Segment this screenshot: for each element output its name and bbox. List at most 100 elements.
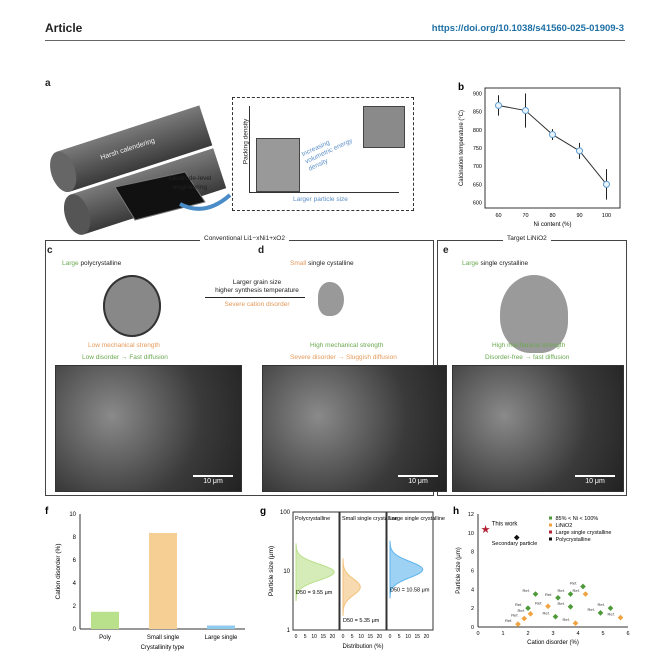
data-point <box>495 101 502 109</box>
x-tick-label: 15 <box>367 634 373 640</box>
x-tick-label: 60 <box>495 213 501 219</box>
bar <box>207 625 235 629</box>
ref-label: Ref. <box>515 602 522 607</box>
data-point <box>513 534 520 541</box>
x-tick-label: 100 <box>602 213 611 219</box>
annotation-this-work: This work <box>492 521 519 527</box>
e-title-adj: Large <box>462 260 479 267</box>
legend-entry: Polycrystalline <box>556 537 591 543</box>
panel-e-label: e <box>443 245 449 256</box>
x-tick-label: Small single <box>147 635 180 641</box>
y-tick-label: 2 <box>73 604 77 610</box>
x-tick-label: 10 <box>358 634 364 640</box>
panel-c-label: c <box>47 245 53 256</box>
data-point <box>567 603 574 610</box>
data-point <box>525 605 531 611</box>
subpanel-frame <box>292 511 340 631</box>
x-tick-label: 5 <box>304 634 307 640</box>
d50-label: D50 = 10.58 μm <box>390 588 430 594</box>
y-tick-label: 850 <box>473 110 482 116</box>
y-tick-label: 6 <box>73 558 77 564</box>
legend-marker <box>549 537 552 541</box>
x-tick-label: 20 <box>424 634 430 640</box>
e-title-rest: single crystalline <box>480 260 529 267</box>
packing-density-diagram: Packing density Larger particle size Inc… <box>232 97 414 211</box>
e-note2: Disorder-free → fast diffusion <box>485 354 570 361</box>
c-note1: Low mechanical strength <box>88 342 160 349</box>
large-particle-square <box>363 106 405 148</box>
bar <box>149 532 177 629</box>
y-tick-label: 10 <box>468 531 474 537</box>
data-point <box>617 614 624 621</box>
ref-label: Ref. <box>518 608 525 613</box>
x-tick-label: 20 <box>377 634 383 640</box>
x-tick-label: 0 <box>342 634 345 640</box>
doi-link[interactable]: https://doi.org/10.1038/s41560-025-01909… <box>431 23 624 34</box>
ref-label: Ref. <box>543 611 550 616</box>
y-axis-label: Cation disorder (%) <box>55 544 62 600</box>
d-title-adj: Small <box>290 260 307 267</box>
x-axis-label: Cation disorder (%) <box>527 640 579 646</box>
ref-label: Ref. <box>523 588 530 593</box>
legend-marker <box>549 523 552 527</box>
x-tick-label: 2 <box>526 631 529 637</box>
y-axis-label: Calcination temperature (°C) <box>459 110 465 186</box>
panel-b-label: b <box>458 82 464 93</box>
x-axis-label: Larger particle size <box>293 196 348 203</box>
data-line <box>498 104 607 185</box>
bar <box>91 611 119 629</box>
small-particle-square <box>256 138 300 192</box>
calender-roller-illustration: Harsh calendering <box>50 105 232 235</box>
x-tick-label: 0 <box>476 631 479 637</box>
d-note1: High mechanical strength <box>310 342 384 349</box>
annotation-secondary-particle: Secondary particle <box>492 541 538 547</box>
header-rule <box>45 40 625 41</box>
x-tick-label: 1 <box>501 631 504 637</box>
ref-label: Ref. <box>535 600 542 605</box>
y-axis-label: Particle size (μm) <box>268 546 275 596</box>
data-point <box>576 147 583 155</box>
transition-line2: higher synthesis temperature <box>215 287 299 294</box>
y-tick-label: 1 <box>287 628 291 634</box>
panel-f-label: f <box>45 506 49 517</box>
x-tick-label: 10 <box>405 634 411 640</box>
x-tick-label: Poly <box>99 635 111 641</box>
panel-a-label: a <box>45 78 51 89</box>
x-tick-label: 15 <box>320 634 326 640</box>
subpanel-title: Large single crystalline <box>389 516 445 522</box>
x-tick-label: Large single <box>205 635 238 641</box>
ref-label: Ref. <box>511 613 518 618</box>
transition-line1: Larger grain size <box>232 279 282 286</box>
x-tick-label: 10 <box>311 634 317 640</box>
x-tick-label: 15 <box>414 634 420 640</box>
y-tick-label: 10 <box>283 569 290 575</box>
ref-label: Ref. <box>505 618 512 623</box>
y-tick-label: 650 <box>473 182 482 188</box>
transition-arrow <box>205 297 305 298</box>
ref-label: Ref. <box>558 588 565 593</box>
ref-label: Ref. <box>558 601 565 606</box>
data-point <box>515 621 521 628</box>
data-point <box>597 610 604 616</box>
ref-label: Ref. <box>570 581 577 586</box>
distribution-area <box>389 540 424 599</box>
electrode-engineering-text: Electrode-level engineering <box>168 175 212 191</box>
legend-marker <box>549 516 552 520</box>
ref-label: Ref. <box>588 607 595 612</box>
d50-label: D50 = 9.55 μm <box>296 590 333 596</box>
y-tick-label: 0 <box>73 627 77 633</box>
data-point <box>532 591 539 597</box>
e-note1: High mechanical strength <box>492 342 566 349</box>
plot-frame <box>484 87 621 209</box>
y-tick-label: 750 <box>473 146 482 152</box>
sem-image-e: 10 μm <box>452 365 624 492</box>
polycrystalline-particle <box>103 275 161 337</box>
y-tick-label: 8 <box>471 550 474 556</box>
data-point <box>549 131 556 139</box>
x-tick-label: 3 <box>551 631 554 637</box>
data-point <box>555 594 561 601</box>
x-tick-label: 20 <box>330 634 336 640</box>
y-tick-label: 800 <box>473 128 482 134</box>
